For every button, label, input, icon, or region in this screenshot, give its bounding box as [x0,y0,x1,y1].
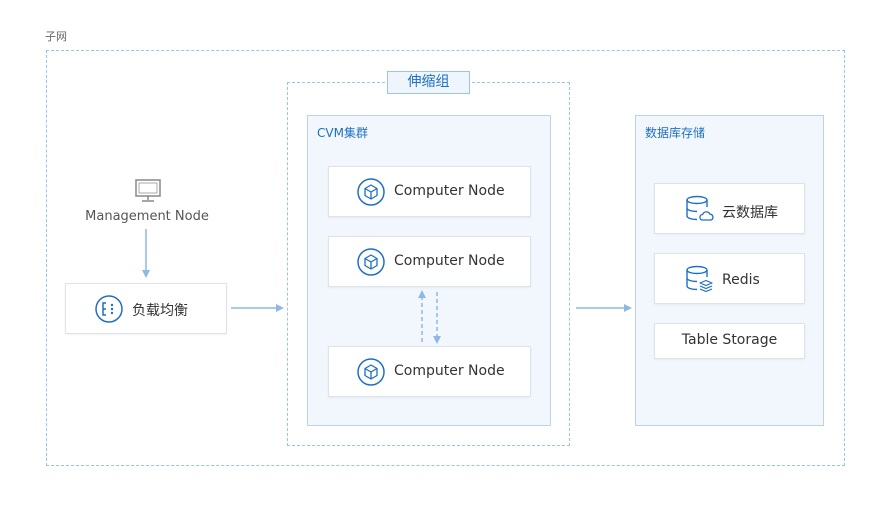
computer-node-label: Computer Node [394,183,505,199]
table-storage-label: Table Storage [681,332,778,348]
cloud-database-icon [684,194,714,224]
cvm-cluster-title: CVM集群 [317,126,368,140]
cube-icon [356,357,386,387]
computer-node-card[interactable] [328,166,531,217]
load-balancer-card[interactable] [65,283,227,334]
subnet-boundary [46,50,845,466]
management-node-label: Management Node [85,209,209,224]
cube-icon [356,247,386,277]
cube-icon [356,177,386,207]
redis-label: Redis [722,272,760,288]
redis-stack-icon [684,264,714,294]
computer-node-card[interactable] [328,346,531,397]
load-balancer-icon [94,294,124,324]
computer-node-card[interactable] [328,236,531,287]
cloud-database-card[interactable] [654,183,805,234]
table-storage-card[interactable] [654,323,805,359]
database-storage-title: 数据库存储 [645,126,706,140]
cloud-database-label: 云数据库 [722,205,778,221]
subnet-label: 子网 [45,30,67,43]
computer-node-label: Computer Node [394,363,505,379]
monitor-icon [134,178,162,204]
scaling-group-tag: 伸缩组 [387,71,470,94]
redis-card[interactable] [654,253,805,304]
load-balancer-label: 负载均衡 [132,303,188,319]
computer-node-label: Computer Node [394,253,505,269]
